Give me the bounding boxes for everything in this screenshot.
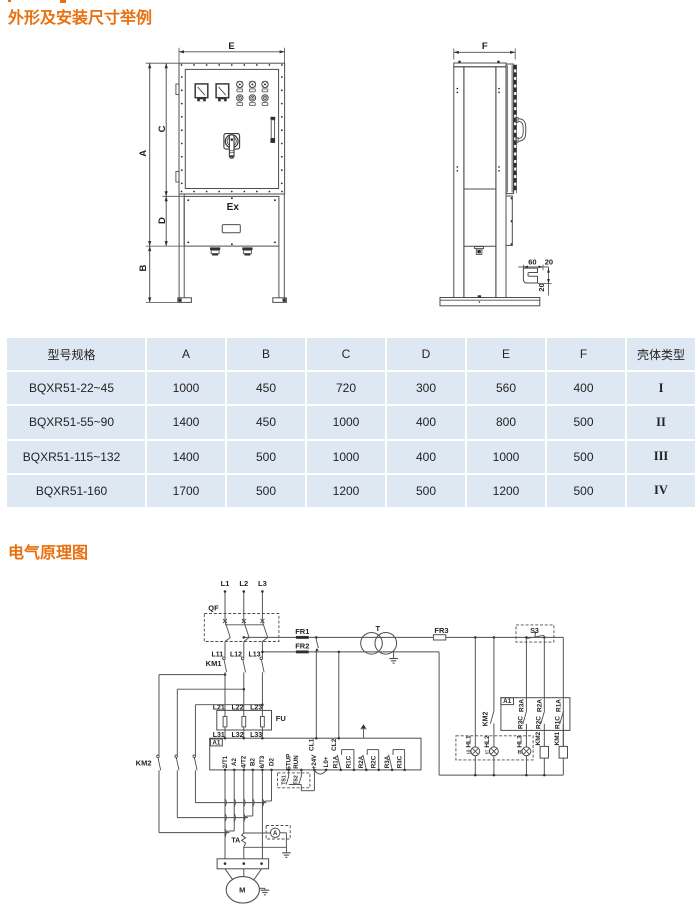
svg-text:TS2: TS2 <box>294 775 300 785</box>
svg-text:黄: 黄 <box>517 749 524 754</box>
svg-text:B: B <box>138 264 149 271</box>
svg-text:4/T2: 4/T2 <box>241 755 248 768</box>
svg-text:R2C: R2C <box>536 716 543 729</box>
svg-text:KM1: KM1 <box>206 659 222 668</box>
svg-text:B2: B2 <box>250 757 257 765</box>
svg-text:FR1: FR1 <box>295 627 309 636</box>
svg-text:L2: L2 <box>239 579 248 588</box>
svg-text:C: C <box>157 125 168 132</box>
svg-text:M: M <box>239 885 245 894</box>
svg-text:R2C: R2C <box>371 755 378 768</box>
svg-text:R3C: R3C <box>518 716 525 729</box>
svg-text:HL2: HL2 <box>484 735 491 748</box>
svg-text:A1: A1 <box>503 698 512 705</box>
svg-text:A: A <box>138 150 149 157</box>
svg-text:RUN: RUN <box>293 755 300 769</box>
svg-text:TA: TA <box>231 837 240 844</box>
svg-text:FR3: FR3 <box>434 626 448 635</box>
svg-text:R3A: R3A <box>519 699 526 712</box>
svg-text:L33: L33 <box>250 732 262 739</box>
svg-text:20: 20 <box>545 257 553 266</box>
svg-text:L21: L21 <box>213 704 225 711</box>
svg-text:20: 20 <box>537 283 546 291</box>
svg-text:TS1: TS1 <box>281 775 287 785</box>
svg-text:HL1: HL1 <box>466 735 473 748</box>
svg-text:D: D <box>157 217 168 224</box>
svg-text:L3: L3 <box>258 579 267 588</box>
svg-text:L0+: L0+ <box>323 756 330 767</box>
svg-text:L23: L23 <box>250 704 262 711</box>
svg-text:KM2: KM2 <box>535 731 542 745</box>
svg-text:绿: 绿 <box>465 749 472 754</box>
svg-text:R1C: R1C <box>555 716 562 729</box>
svg-text:R3A: R3A <box>384 755 391 768</box>
svg-text:L32: L32 <box>232 732 244 739</box>
svg-text:Ex: Ex <box>227 202 240 213</box>
svg-text:2/T1: 2/T1 <box>222 755 229 768</box>
svg-text:T: T <box>376 624 381 633</box>
svg-text:L22: L22 <box>232 704 244 711</box>
svg-text:60: 60 <box>528 257 536 266</box>
svg-text:KM2: KM2 <box>136 759 152 768</box>
svg-text:E: E <box>228 41 234 52</box>
svg-text:6/T3: 6/T3 <box>259 755 266 768</box>
svg-text:R3C: R3C <box>396 755 403 768</box>
svg-text:L13: L13 <box>249 652 261 659</box>
svg-text:QF: QF <box>208 604 219 613</box>
svg-text:A1: A1 <box>212 740 221 747</box>
svg-text:STUP: STUP <box>286 754 293 771</box>
svg-text:L12: L12 <box>230 652 242 659</box>
svg-text:R1C: R1C <box>346 755 353 768</box>
svg-text:R2A: R2A <box>358 755 365 768</box>
svg-text:KM2: KM2 <box>483 712 490 727</box>
svg-text:R1A: R1A <box>555 699 562 712</box>
svg-text:CL1: CL1 <box>309 738 316 751</box>
svg-text:FU: FU <box>276 714 286 723</box>
svg-text:红: 红 <box>484 749 491 754</box>
svg-text:D2: D2 <box>268 757 275 765</box>
svg-text:L11: L11 <box>212 652 224 659</box>
svg-text:S3: S3 <box>530 628 539 635</box>
svg-text:L31: L31 <box>213 732 225 739</box>
svg-text:A2: A2 <box>231 757 238 765</box>
svg-text:FR2: FR2 <box>295 642 309 651</box>
svg-text:R2A: R2A <box>536 699 543 712</box>
svg-text:A: A <box>273 831 278 837</box>
svg-text:R1A: R1A <box>333 755 340 768</box>
svg-text:L1: L1 <box>221 579 230 588</box>
svg-text:F: F <box>482 41 488 52</box>
svg-text:HL3: HL3 <box>517 735 524 748</box>
svg-text:+24V: +24V <box>311 754 318 769</box>
svg-text:KM1: KM1 <box>554 731 561 745</box>
svg-text:CL2: CL2 <box>331 738 338 751</box>
